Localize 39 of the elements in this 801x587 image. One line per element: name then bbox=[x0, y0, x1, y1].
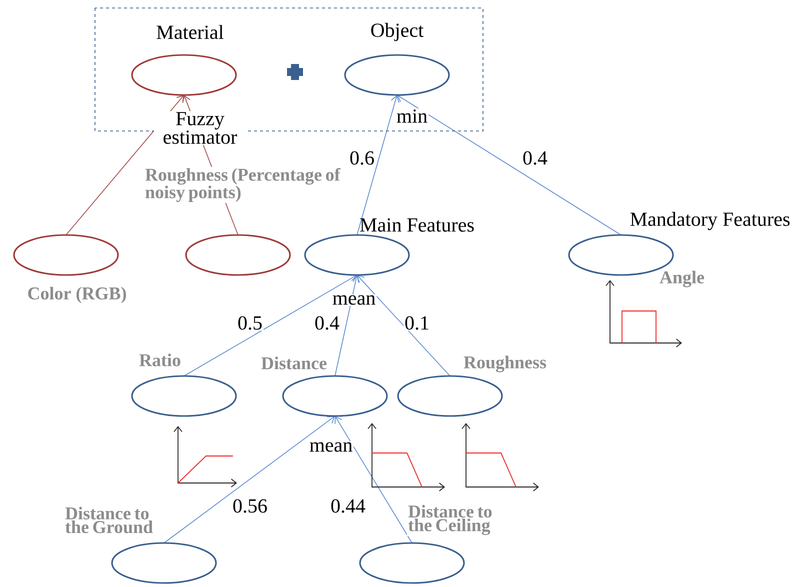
node-label: Roughness (Percentage of noisy points) bbox=[145, 168, 340, 202]
node-label: Ratio bbox=[139, 354, 180, 366]
node-label: Distance bbox=[261, 356, 327, 370]
node-label: Distance to the Ceiling bbox=[408, 504, 492, 536]
edge-label: 0.4 bbox=[522, 150, 548, 166]
node-label: Material bbox=[156, 24, 224, 40]
operator-label: mean bbox=[308, 441, 354, 453]
edge-label: 0.5 bbox=[236, 315, 264, 331]
ellipse-node: Object bbox=[344, 22, 450, 96]
arrow bbox=[184, 274, 357, 376]
node-label: Main Features bbox=[360, 218, 474, 232]
arrow bbox=[334, 275, 360, 376]
node-label: Distance to the Ground bbox=[65, 506, 153, 534]
ellipse-node: Ratio bbox=[131, 352, 237, 417]
operator-label: mean bbox=[331, 294, 377, 306]
arrow bbox=[164, 416, 335, 544]
ellipse-node: Roughness (Percentage of noisy points) bbox=[144, 167, 346, 276]
arrow bbox=[397, 94, 622, 236]
arrow bbox=[357, 275, 450, 376]
node-label: Mandatory Features bbox=[630, 212, 790, 230]
operator-label: Fuzzy estimator bbox=[154, 111, 246, 145]
dashed-group-box bbox=[94, 8, 484, 132]
edge-label: 0.1 bbox=[404, 315, 430, 331]
node-label: Object bbox=[371, 22, 424, 42]
edge-label: 0.56 bbox=[232, 498, 268, 514]
node-label: Angle bbox=[660, 270, 704, 288]
operator-label: min bbox=[395, 108, 429, 124]
arrow bbox=[356, 95, 400, 236]
ellipse-node: Distance bbox=[260, 356, 388, 417]
node-label: Color (RGB) bbox=[28, 286, 126, 304]
node-label: Roughness bbox=[464, 356, 546, 372]
ellipse-node: Mandatory Features Angle bbox=[568, 212, 790, 288]
ellipse-node: Roughness bbox=[397, 354, 548, 417]
edge-label: 0.6 bbox=[348, 150, 376, 166]
edge-label: 0.4 bbox=[314, 315, 340, 331]
ellipse-node: Color (RGB) bbox=[13, 234, 128, 304]
ellipse-node: Distance to the Ground bbox=[64, 506, 217, 584]
arrow bbox=[334, 416, 412, 544]
ellipse-node: Material bbox=[131, 24, 237, 96]
